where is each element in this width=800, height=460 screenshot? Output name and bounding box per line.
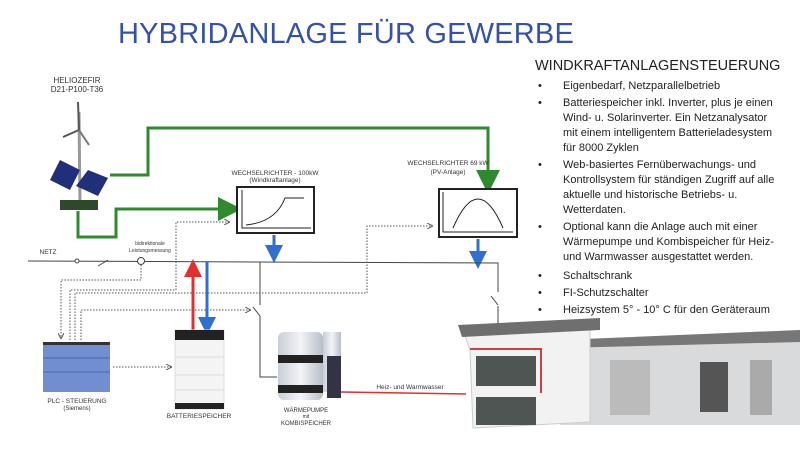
battery-storage-icon bbox=[174, 329, 225, 410]
pv-dc-line bbox=[110, 126, 500, 194]
bullet-line: für 8000 Zyklen bbox=[563, 142, 639, 154]
feature-bullet: • Eigenbedarf, Netzparallelbetrieb bbox=[535, 79, 800, 94]
wind-inverter-label-1: WECHSELRICHTER - 100kW bbox=[231, 170, 319, 177]
signal-lines bbox=[61, 222, 432, 367]
wind-inverter-label-2: (Windkraftanlage) bbox=[249, 177, 300, 184]
bullet-icon: • bbox=[538, 287, 542, 299]
commercial-building-icon bbox=[458, 318, 800, 429]
heatpump-label-2: mit bbox=[303, 414, 310, 420]
bullet-icon: • bbox=[538, 304, 542, 316]
bullet-line: Wärmepumpe und Kombispeicher für Heiz- bbox=[563, 236, 774, 248]
page-title: HYBRIDANLAGE FÜR GEWERBE bbox=[118, 18, 574, 50]
meter-label-2: Leistungsmessung bbox=[129, 248, 171, 254]
feature-bullet: • Schaltschrank bbox=[535, 269, 800, 284]
bullet-icon: • bbox=[538, 80, 542, 92]
feature-bullet: • Heizsystem 5° - 10° C für den Geräterau… bbox=[535, 303, 800, 318]
bullet-line: Wind- u. Solarinverter. Ein Netzanalysat… bbox=[563, 112, 768, 124]
bullet-icon: • bbox=[538, 270, 542, 282]
feature-bullet: • Optional kann die Anlage auch mit einer… bbox=[535, 220, 800, 265]
wind-inverter bbox=[236, 186, 315, 234]
bullet-line: FI-Schutzschalter bbox=[563, 287, 649, 299]
wind-solar-turbine-icon bbox=[50, 101, 108, 210]
bullet-line: und Warmwasser ausgestattet werden. bbox=[563, 251, 754, 263]
bullet-line: Kontrollsystem für ständigen Zugriff auf… bbox=[563, 174, 775, 186]
plc-device-icon bbox=[43, 342, 110, 392]
bullet-line: Heizsystem 5° - 10° C für den Geräteraum bbox=[563, 304, 770, 316]
bullet-line: Web-basiertes Fernüberwachungs- und bbox=[563, 159, 757, 171]
pv-inverter bbox=[438, 188, 518, 238]
wind-dc-line bbox=[76, 197, 242, 239]
bullet-line: aktuelle und historische Betriebs- u. bbox=[563, 189, 738, 201]
bullet-line: Schaltschrank bbox=[563, 270, 633, 282]
battery-label: BATTERIESPEICHER bbox=[167, 413, 232, 420]
bullet-line: Eigenbedarf, Netzparallelbetrieb bbox=[563, 80, 721, 92]
bullet-line: Optional kann die Anlage auch mit einer bbox=[563, 221, 758, 233]
heat-pump-icon bbox=[278, 332, 341, 400]
panel-heading: WINDKRAFTANLAGENSTEUERUNG bbox=[535, 58, 781, 74]
pv-inverter-label-1: WECHSELRICHTER 69 kW bbox=[407, 160, 489, 167]
bullet-icon: • bbox=[538, 97, 542, 109]
bullet-line: mit einem intelligentem Batterieladesyst… bbox=[563, 127, 773, 139]
heatpump-label-3: KOMBISPEICHER bbox=[281, 421, 332, 427]
pv-inverter-label-2: (PV-Anlage) bbox=[430, 169, 465, 176]
bullet-line: Wetterdaten. bbox=[563, 204, 626, 216]
meter-icon bbox=[137, 257, 145, 265]
grid-label: NETZ bbox=[40, 249, 57, 256]
bullet-icon: • bbox=[538, 221, 542, 233]
heat-water-line bbox=[340, 391, 467, 395]
feature-bullet: • Batteriespeicher inkl. Inverter, plus j… bbox=[535, 96, 800, 156]
bullet-line: Batteriespeicher inkl. Inverter, plus je… bbox=[563, 97, 773, 109]
meter-label-1: bidirektionale bbox=[135, 241, 165, 247]
feature-panel: WINDKRAFTANLAGENSTEUERUNG • Eigenbedarf, … bbox=[535, 58, 800, 320]
bullet-icon: • bbox=[538, 159, 542, 171]
plc-label-2: (Siemens) bbox=[63, 406, 90, 412]
turbine-label-2: D21-P100-T36 bbox=[51, 85, 104, 94]
feature-bullet: • FI-Schutzschalter bbox=[535, 286, 800, 301]
plc-label-1: PLC - STEUERUNG bbox=[47, 398, 106, 405]
turbine-label-1: HELIOZEFIR bbox=[53, 76, 100, 85]
heat-water-label: Heiz- und Warmwasser bbox=[376, 384, 444, 391]
heatpump-label-1: WÄRMEPUMPE bbox=[284, 407, 328, 414]
